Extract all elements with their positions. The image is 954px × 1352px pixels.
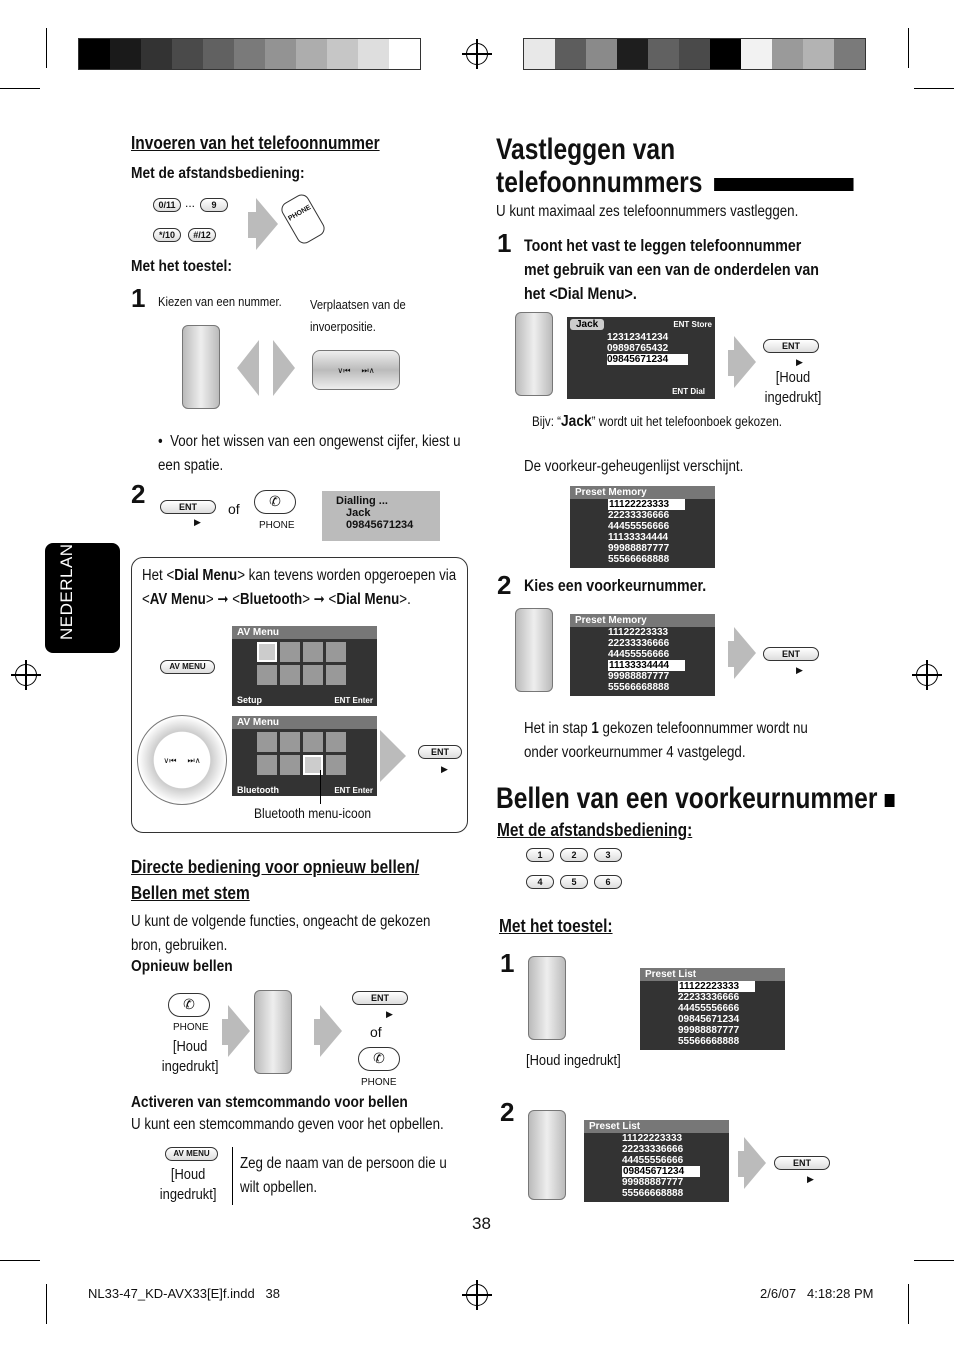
control-knob[interactable]: [528, 956, 566, 1040]
control-knob[interactable]: [528, 1110, 566, 1200]
left-right-arrows-icon: [237, 340, 295, 396]
divider: [232, 1147, 233, 1205]
device-label: Met het toestel:: [131, 258, 232, 275]
ent-button[interactable]: ENT: [763, 647, 819, 661]
footer-right: 2/6/07 4:18:28 PM: [760, 1286, 874, 1301]
hold-label: [Houd ingedrukt]: [159, 1166, 217, 1203]
num-key-6[interactable]: 6: [594, 875, 622, 889]
ent-button[interactable]: ENT: [763, 339, 819, 353]
step1-text: Toont het vast te leggen telefoonnummer …: [524, 237, 819, 303]
control-knob[interactable]: [515, 312, 553, 396]
ent-button[interactable]: ENT: [352, 991, 408, 1005]
bt-caption-line: [320, 770, 321, 804]
voice-text: U kunt een stemcommando geven voor het o…: [131, 1116, 444, 1133]
control-knob[interactable]: [515, 608, 553, 692]
registration-mark-icon: [462, 1280, 492, 1310]
hold-label: [Houd ingedrukt]: [161, 1038, 219, 1075]
voice-title: Activeren van stemcommando voor bellen: [131, 1094, 408, 1111]
seek-bar-icon[interactable]: ∨⏮ ⏭∧: [312, 350, 400, 390]
color-bar-left: [78, 38, 421, 70]
color-bar-right: [523, 38, 866, 70]
remote-label: Met de afstandsbediening:: [131, 165, 305, 182]
bt-caption: Bluetooth menu-icoon: [254, 805, 372, 821]
voice-say: Zeg de naam van de persoon die u wilt op…: [240, 1155, 447, 1196]
intro-text: U kunt maximaal zes telefoonnummers vast…: [496, 203, 799, 220]
key-9[interactable]: 9: [200, 198, 228, 212]
key-0-11[interactable]: 0/11: [153, 198, 181, 212]
phone-button-icon[interactable]: ✆: [254, 490, 296, 514]
av-menu-screen-bluetooth: AV Menu Bluetooth ENT Enter: [232, 716, 377, 796]
preset-memory-screen-1: Preset Memory 11122223333 22233336666 44…: [570, 486, 715, 568]
device-label: Met het toestel:: [499, 916, 613, 936]
num-key-5[interactable]: 5: [560, 875, 588, 889]
step-1: 1: [500, 948, 515, 978]
title-call-preset: Bellen van een voorkeurnummer: [496, 782, 895, 815]
title-store-numbers: Vastleggen van telefoonnummers: [496, 133, 854, 199]
key-hash-12[interactable]: #/12: [188, 228, 216, 242]
of-text: of: [370, 1024, 382, 1040]
ellipsis: ...: [185, 196, 196, 210]
page-number: 38: [472, 1214, 491, 1233]
remote-dial-ring[interactable]: ∨⏮ ⏭∧: [137, 715, 227, 805]
step-1: 1: [131, 283, 146, 313]
num-key-3[interactable]: 3: [594, 848, 622, 862]
bullet-text: • Voor het wissen van een ongewenst cijf…: [158, 433, 461, 474]
phone-label: PHONE: [173, 1022, 209, 1033]
key-star-10[interactable]: */10: [153, 228, 181, 242]
play-icon: ▶: [441, 764, 448, 774]
hold-label: [Houd ingedrukt]: [526, 1052, 621, 1069]
stored-text: Het in stap 1 gekozen telefoonnummer wor…: [524, 720, 808, 761]
step1-text-b: Verplaatsen van de invoerpositie.: [310, 297, 406, 334]
play-icon: ▶: [194, 517, 201, 527]
section2-text: U kunt de volgende functies, ongeacht de…: [131, 913, 431, 954]
num-key-4[interactable]: 4: [526, 875, 554, 889]
ent-button[interactable]: ENT: [418, 745, 462, 759]
section-title-redial: Directe bediening voor opnieuw bellen/ B…: [131, 857, 420, 903]
control-knob[interactable]: [254, 990, 292, 1074]
num-key-2[interactable]: 2: [560, 848, 588, 862]
step-2: 2: [497, 570, 512, 600]
frame-text: Het <Dial Menu> kan tevens worden opgero…: [142, 567, 457, 608]
av-menu-screen-setup: AV Menu Setup ENT Enter: [232, 626, 377, 706]
preset-appears: De voorkeur-geheugenlijst verschijnt.: [524, 458, 744, 475]
play-icon: ▶: [386, 1009, 393, 1019]
phone-button-icon[interactable]: ✆: [358, 1047, 400, 1071]
play-icon: ▶: [807, 1174, 814, 1184]
play-icon: ▶: [796, 665, 803, 675]
phone-label: PHONE: [361, 1077, 397, 1088]
of-text: of: [228, 501, 240, 517]
footer-left: NL33-47_KD-AVX33[E]f.indd 38: [88, 1286, 280, 1301]
registration-mark-icon: [462, 39, 492, 69]
remote-label: Met de afstandsbediening:: [497, 820, 693, 840]
num-key-1[interactable]: 1: [526, 848, 554, 862]
ent-button[interactable]: ENT: [774, 1156, 830, 1170]
preset-list-screen-2: Preset List 11122223333 22233336666 4445…: [584, 1120, 729, 1202]
dialling-display: Dialling ... Jack 09845671234: [322, 491, 440, 541]
registration-mark-icon: [11, 660, 41, 690]
ent-button[interactable]: ENT: [160, 500, 216, 514]
hold-label: [Houd ingedrukt]: [764, 369, 822, 406]
redial-label: Opnieuw bellen: [131, 958, 233, 975]
language-tab: [45, 543, 120, 653]
preset-list-screen-1: Preset List 11122223333 22233336666 4445…: [640, 968, 785, 1050]
registration-mark-icon: [912, 660, 942, 690]
step-2: 2: [131, 479, 146, 509]
step2-text: Kies een voorkeurnummer.: [524, 577, 707, 595]
section-title-enter-number: Invoeren van het telefoonnummer: [131, 133, 380, 153]
play-icon: ▶: [796, 357, 803, 367]
control-knob[interactable]: [182, 325, 220, 409]
info-frame: [131, 557, 468, 833]
phone-key-icon[interactable]: PHONE: [278, 191, 328, 247]
language-tab-label: NEDERLANDS: [57, 518, 76, 640]
step1-text-a: Kiezen van een nummer.: [158, 294, 282, 309]
jack-screen: Jack ENT Store 12312341234 09898765432 0…: [567, 317, 715, 399]
phone-label: PHONE: [259, 520, 295, 531]
av-menu-button[interactable]: AV MENU: [160, 660, 215, 674]
phone-button-icon[interactable]: ✆: [168, 993, 210, 1017]
av-menu-button[interactable]: AV MENU: [165, 1147, 218, 1161]
step-1: 1: [497, 228, 512, 258]
step-2: 2: [500, 1097, 515, 1127]
example-text: Bijv: “Jack” wordt uit het telefoonboek …: [532, 413, 783, 430]
preset-memory-screen-2: Preset Memory 11122223333 22233336666 44…: [570, 614, 715, 696]
